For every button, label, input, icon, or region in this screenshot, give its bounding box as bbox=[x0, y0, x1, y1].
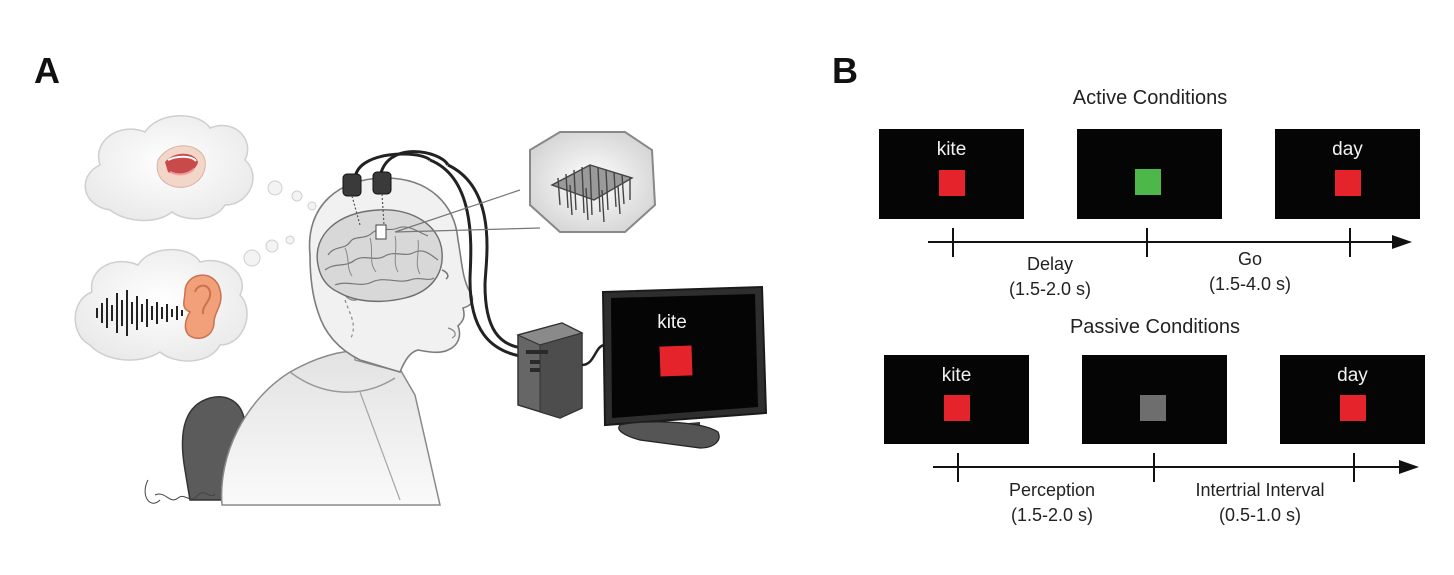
cable bbox=[429, 158, 521, 358]
panel-b-letter: B bbox=[832, 50, 858, 91]
thought-bubble-dot bbox=[307, 201, 317, 211]
thought-bubble-dot bbox=[267, 180, 283, 196]
phase-name: Go bbox=[1237, 249, 1262, 269]
cable bbox=[447, 163, 523, 350]
person-torso bbox=[220, 349, 441, 506]
screen-word: kite bbox=[936, 139, 967, 160]
phase-duration: (1.5-4.0 s) bbox=[1208, 274, 1292, 294]
thought-cloud-ear bbox=[74, 248, 248, 362]
active-screen-go bbox=[1077, 129, 1222, 219]
perception-phase-label: Perception (1.5-2.0 s) bbox=[972, 478, 1132, 528]
computer-tower bbox=[516, 322, 584, 419]
artist-signature bbox=[144, 479, 216, 504]
go-phase-label: Go (1.5-4.0 s) bbox=[1170, 247, 1330, 297]
active-screen-cue: kite bbox=[879, 129, 1024, 219]
phase-duration: (0.5-1.0 s) bbox=[1218, 505, 1302, 525]
passive-conditions-title: Passive Conditions bbox=[1069, 316, 1241, 338]
intertrial-phase-label: Intertrial Interval (0.5-1.0 s) bbox=[1165, 478, 1355, 528]
red-square bbox=[944, 395, 970, 421]
brain bbox=[316, 209, 443, 341]
green-square bbox=[1135, 169, 1161, 195]
screen-word: day bbox=[1332, 139, 1363, 160]
red-square bbox=[1340, 395, 1366, 421]
thought-bubble-dot bbox=[291, 190, 303, 202]
microelectrode-array-icon bbox=[550, 164, 634, 223]
thought-bubble-dot bbox=[285, 235, 295, 245]
thought-bubble-dot bbox=[265, 239, 279, 253]
mouth-icon bbox=[156, 145, 206, 188]
red-square bbox=[939, 170, 965, 196]
monitor-word: kite bbox=[657, 312, 687, 333]
gray-square bbox=[1140, 395, 1166, 421]
screen-word: day bbox=[1337, 365, 1368, 386]
monitor-stimulus-square bbox=[659, 345, 693, 377]
active-screen-next: day bbox=[1275, 129, 1420, 219]
electrode-array-callout bbox=[394, 131, 657, 233]
passive-screen-next: day bbox=[1280, 355, 1425, 444]
phase-name: Delay bbox=[1026, 254, 1074, 274]
screen-word: kite bbox=[941, 365, 972, 386]
phase-duration: (1.5-2.0 s) bbox=[1008, 279, 1092, 299]
sound-wave-icon bbox=[96, 290, 183, 336]
phase-name: Perception bbox=[1008, 480, 1096, 500]
electrode-connectors bbox=[342, 150, 450, 240]
phase-name: Intertrial Interval bbox=[1195, 480, 1325, 500]
active-conditions-title: Active Conditions bbox=[1072, 87, 1228, 109]
monitor-cable bbox=[581, 343, 606, 367]
ear-icon bbox=[183, 274, 222, 340]
thought-bubble-dot bbox=[243, 249, 261, 267]
thought-cloud-mouth bbox=[84, 115, 254, 222]
passive-screen-iti bbox=[1082, 355, 1227, 444]
phase-duration: (1.5-2.0 s) bbox=[1010, 505, 1094, 525]
panel-a-letter: A bbox=[34, 50, 60, 91]
delay-phase-label: Delay (1.5-2.0 s) bbox=[970, 252, 1130, 302]
passive-screen-cue: kite bbox=[884, 355, 1029, 444]
red-square bbox=[1335, 170, 1361, 196]
